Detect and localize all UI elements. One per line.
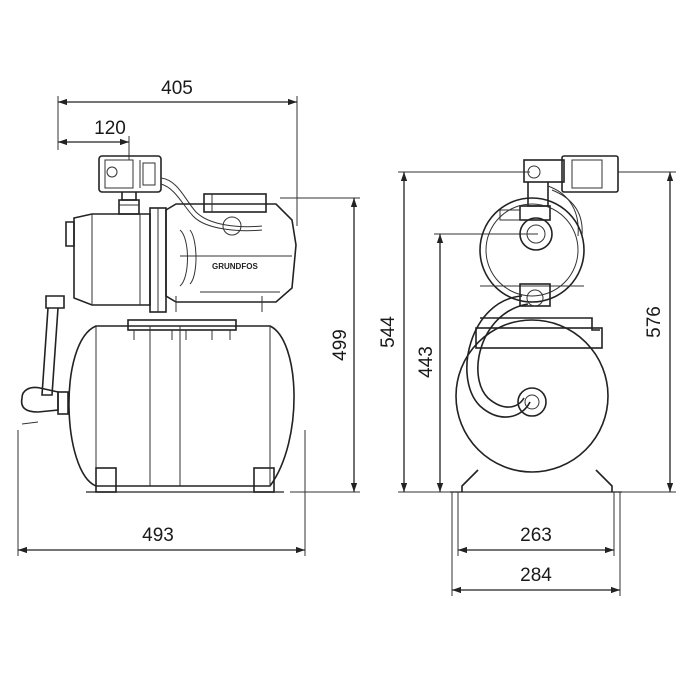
- dimension-label-576: 576: [644, 306, 665, 338]
- side-view: 405 120: [17, 78, 360, 556]
- dimension-label-499: 499: [330, 329, 351, 361]
- front-view: 544 443 576: [378, 155, 676, 596]
- suction-pipe: [20, 295, 69, 425]
- dimension-493: 493: [17, 430, 306, 556]
- front-pump-body: [479, 197, 585, 303]
- dimension-label-263: 263: [520, 525, 552, 546]
- dimension-499: 499: [280, 197, 360, 493]
- brand-logo-text: GRUNDFOS: [212, 262, 258, 271]
- pump-housing: GRUNDFOS: [65, 193, 297, 313]
- dimension-label-544: 544: [378, 316, 399, 348]
- pressure-switch: [98, 155, 263, 232]
- front-pressure-switch: [499, 155, 619, 237]
- dimension-576: 576: [618, 171, 676, 493]
- dimension-120: 120: [58, 118, 130, 160]
- dimension-263: 263: [457, 492, 615, 556]
- dimension-label-493: 493: [142, 525, 174, 546]
- dimension-284: 284: [451, 492, 621, 596]
- front-tank: [450, 317, 622, 493]
- dimension-405: 405: [57, 78, 298, 226]
- dimension-544: 544: [378, 171, 530, 493]
- dimension-label-120: 120: [94, 118, 126, 139]
- dimension-443: 443: [416, 233, 538, 492]
- dimension-label-284: 284: [520, 565, 552, 586]
- dimension-label-405: 405: [161, 78, 193, 99]
- dimension-label-443: 443: [416, 346, 437, 378]
- pressure-tank: [68, 325, 295, 493]
- mounting-bracket: [127, 319, 237, 340]
